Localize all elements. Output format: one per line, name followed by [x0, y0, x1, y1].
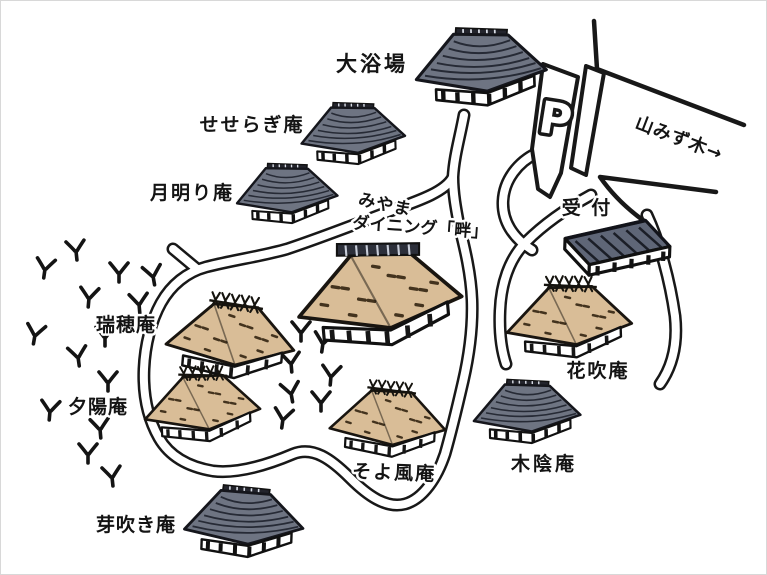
- grass-mark: [100, 464, 124, 489]
- building-soyokaze: [326, 378, 449, 462]
- label-kokage: 木陰庵: [510, 452, 577, 475]
- building-hanafuki: [503, 273, 635, 362]
- grass-mark: [278, 379, 304, 406]
- label-mebuki: 芽吹き庵: [96, 513, 176, 536]
- entry-road-edge-top: [591, 18, 747, 128]
- grass-mark: [140, 262, 166, 289]
- label-uketsuke: 受 付: [562, 196, 613, 219]
- building-mizuho: [161, 290, 300, 385]
- parking-lot: [530, 62, 606, 199]
- label-hanafuki: 花吹庵: [566, 359, 629, 382]
- grass-mark: [33, 256, 58, 281]
- grass-mark: [65, 344, 90, 369]
- label-daiyokujo: 大浴場: [336, 52, 408, 76]
- label-seseragi: せせらぎ庵: [199, 113, 304, 136]
- grass-mark: [97, 370, 119, 393]
- grass-mark: [290, 320, 312, 343]
- grass-mark: [88, 416, 112, 441]
- label-yuhi: 夕陽庵: [68, 395, 128, 418]
- label-miyama-line2: ダイニング「畔」: [352, 212, 489, 242]
- building-seseragi: [298, 98, 408, 168]
- building-miyama-dining: [294, 235, 465, 353]
- label-mizuho: 瑞穂庵: [96, 313, 156, 336]
- building-mebuki: [184, 484, 305, 559]
- building-tsukiakari: [233, 159, 341, 227]
- building-daiyokujo: [415, 25, 548, 108]
- grass-mark: [127, 291, 151, 316]
- grass-mark: [108, 261, 130, 284]
- grass-mark: [64, 238, 88, 263]
- grass-mark: [38, 398, 62, 423]
- grass-mark: [319, 363, 343, 388]
- grass-mark: [279, 350, 303, 375]
- label-parking-p: P: [535, 92, 575, 147]
- grass-mark: [77, 285, 101, 310]
- entry-road-edge-bottom: [597, 174, 719, 226]
- label-yamamizuki: 山みず木→: [632, 112, 726, 166]
- label-soyokaze: そよ風庵: [352, 460, 437, 486]
- building-kokage: [471, 376, 583, 446]
- grass-mark: [22, 321, 48, 348]
- grass-mark: [310, 390, 332, 413]
- grass-mark: [77, 442, 99, 465]
- grass-mark: [271, 406, 296, 431]
- label-tsukiakari: 月明り庵: [149, 181, 234, 204]
